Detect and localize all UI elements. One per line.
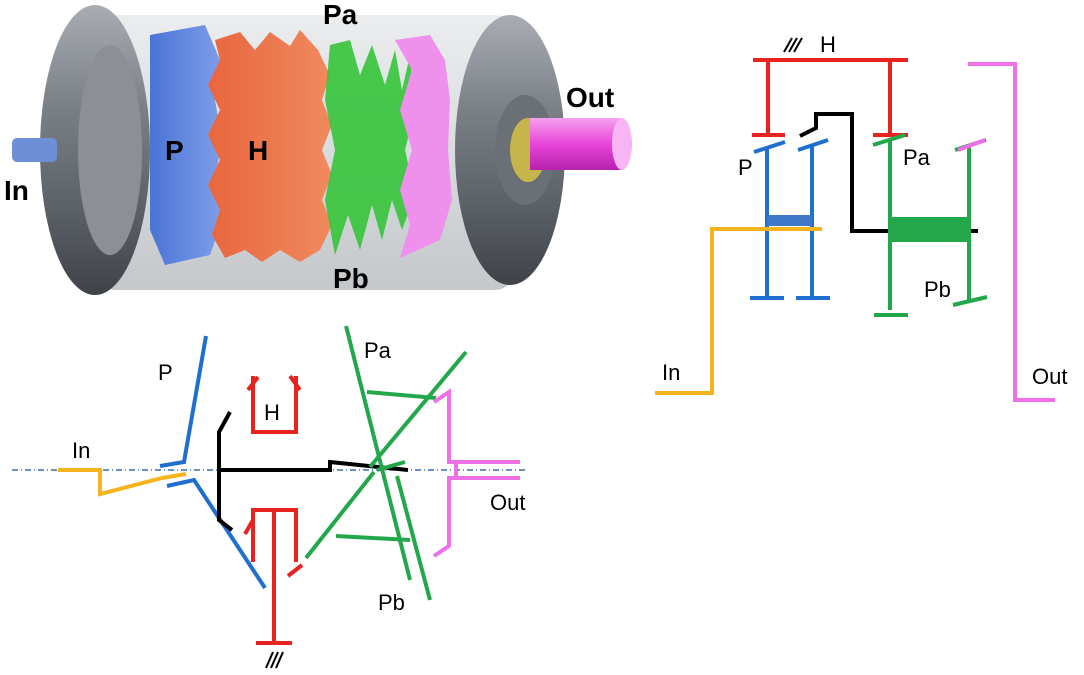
- render-label-pb: Pb: [333, 263, 369, 294]
- schematic-carrier: [799, 112, 978, 233]
- kinematic-label-pb: Pb: [378, 590, 405, 615]
- left-flange-inner: [78, 45, 142, 255]
- render-label-h: H: [248, 135, 268, 166]
- render-label-p: P: [165, 135, 184, 166]
- kinematic-diagram: In P H: [12, 325, 525, 669]
- input-shaft: [12, 138, 57, 162]
- schematic-planet-p: [750, 138, 830, 300]
- kinematic-output-shaft: [432, 388, 520, 558]
- ring-gear-h: [208, 30, 332, 262]
- schematic-diagram: H P Pa Pb In: [655, 32, 1067, 402]
- output-shaft: [530, 118, 622, 170]
- schematic-housing-h: [752, 58, 908, 137]
- kinematic-label-in: In: [72, 438, 90, 463]
- planet-p-gear: [150, 25, 222, 265]
- kinematic-label-out: Out: [490, 490, 525, 515]
- ground-hatch-bottom: [265, 651, 284, 669]
- kinematic-planet-p: [159, 335, 267, 590]
- schematic-label-out: Out: [1032, 364, 1067, 389]
- schematic-label-in: In: [662, 360, 680, 385]
- schematic-label-h: H: [820, 32, 836, 57]
- kinematic-input-shaft: [58, 468, 187, 497]
- kinematic-carrier: [217, 411, 234, 532]
- schematic-label-p: P: [738, 155, 753, 180]
- output-shaft-end: [612, 118, 632, 170]
- render-label-in: In: [4, 175, 29, 206]
- ground-hatch-top: [783, 37, 803, 53]
- schematic-label-pa: Pa: [903, 145, 931, 170]
- kinematic-label-h: H: [264, 400, 280, 425]
- kinematic-label-pa: Pa: [364, 338, 392, 363]
- kinematic-housing-h-bottom: [243, 508, 304, 645]
- kinematic-housing-h-top: [246, 374, 302, 434]
- schematic-output-shaft: [957, 62, 1055, 402]
- schematic-label-pb: Pb: [924, 277, 951, 302]
- render-label-out: Out: [566, 82, 614, 113]
- gearbox-render: In P H Pa Pb Out: [4, 0, 632, 295]
- planet-pb-gear: [395, 35, 452, 258]
- schematic-input-shaft: [655, 227, 822, 395]
- kinematic-planet-pa-pb: [304, 325, 468, 601]
- render-label-pa: Pa: [323, 0, 358, 30]
- kinematic-label-p: P: [158, 360, 173, 385]
- planet-pa-gear: [325, 40, 415, 255]
